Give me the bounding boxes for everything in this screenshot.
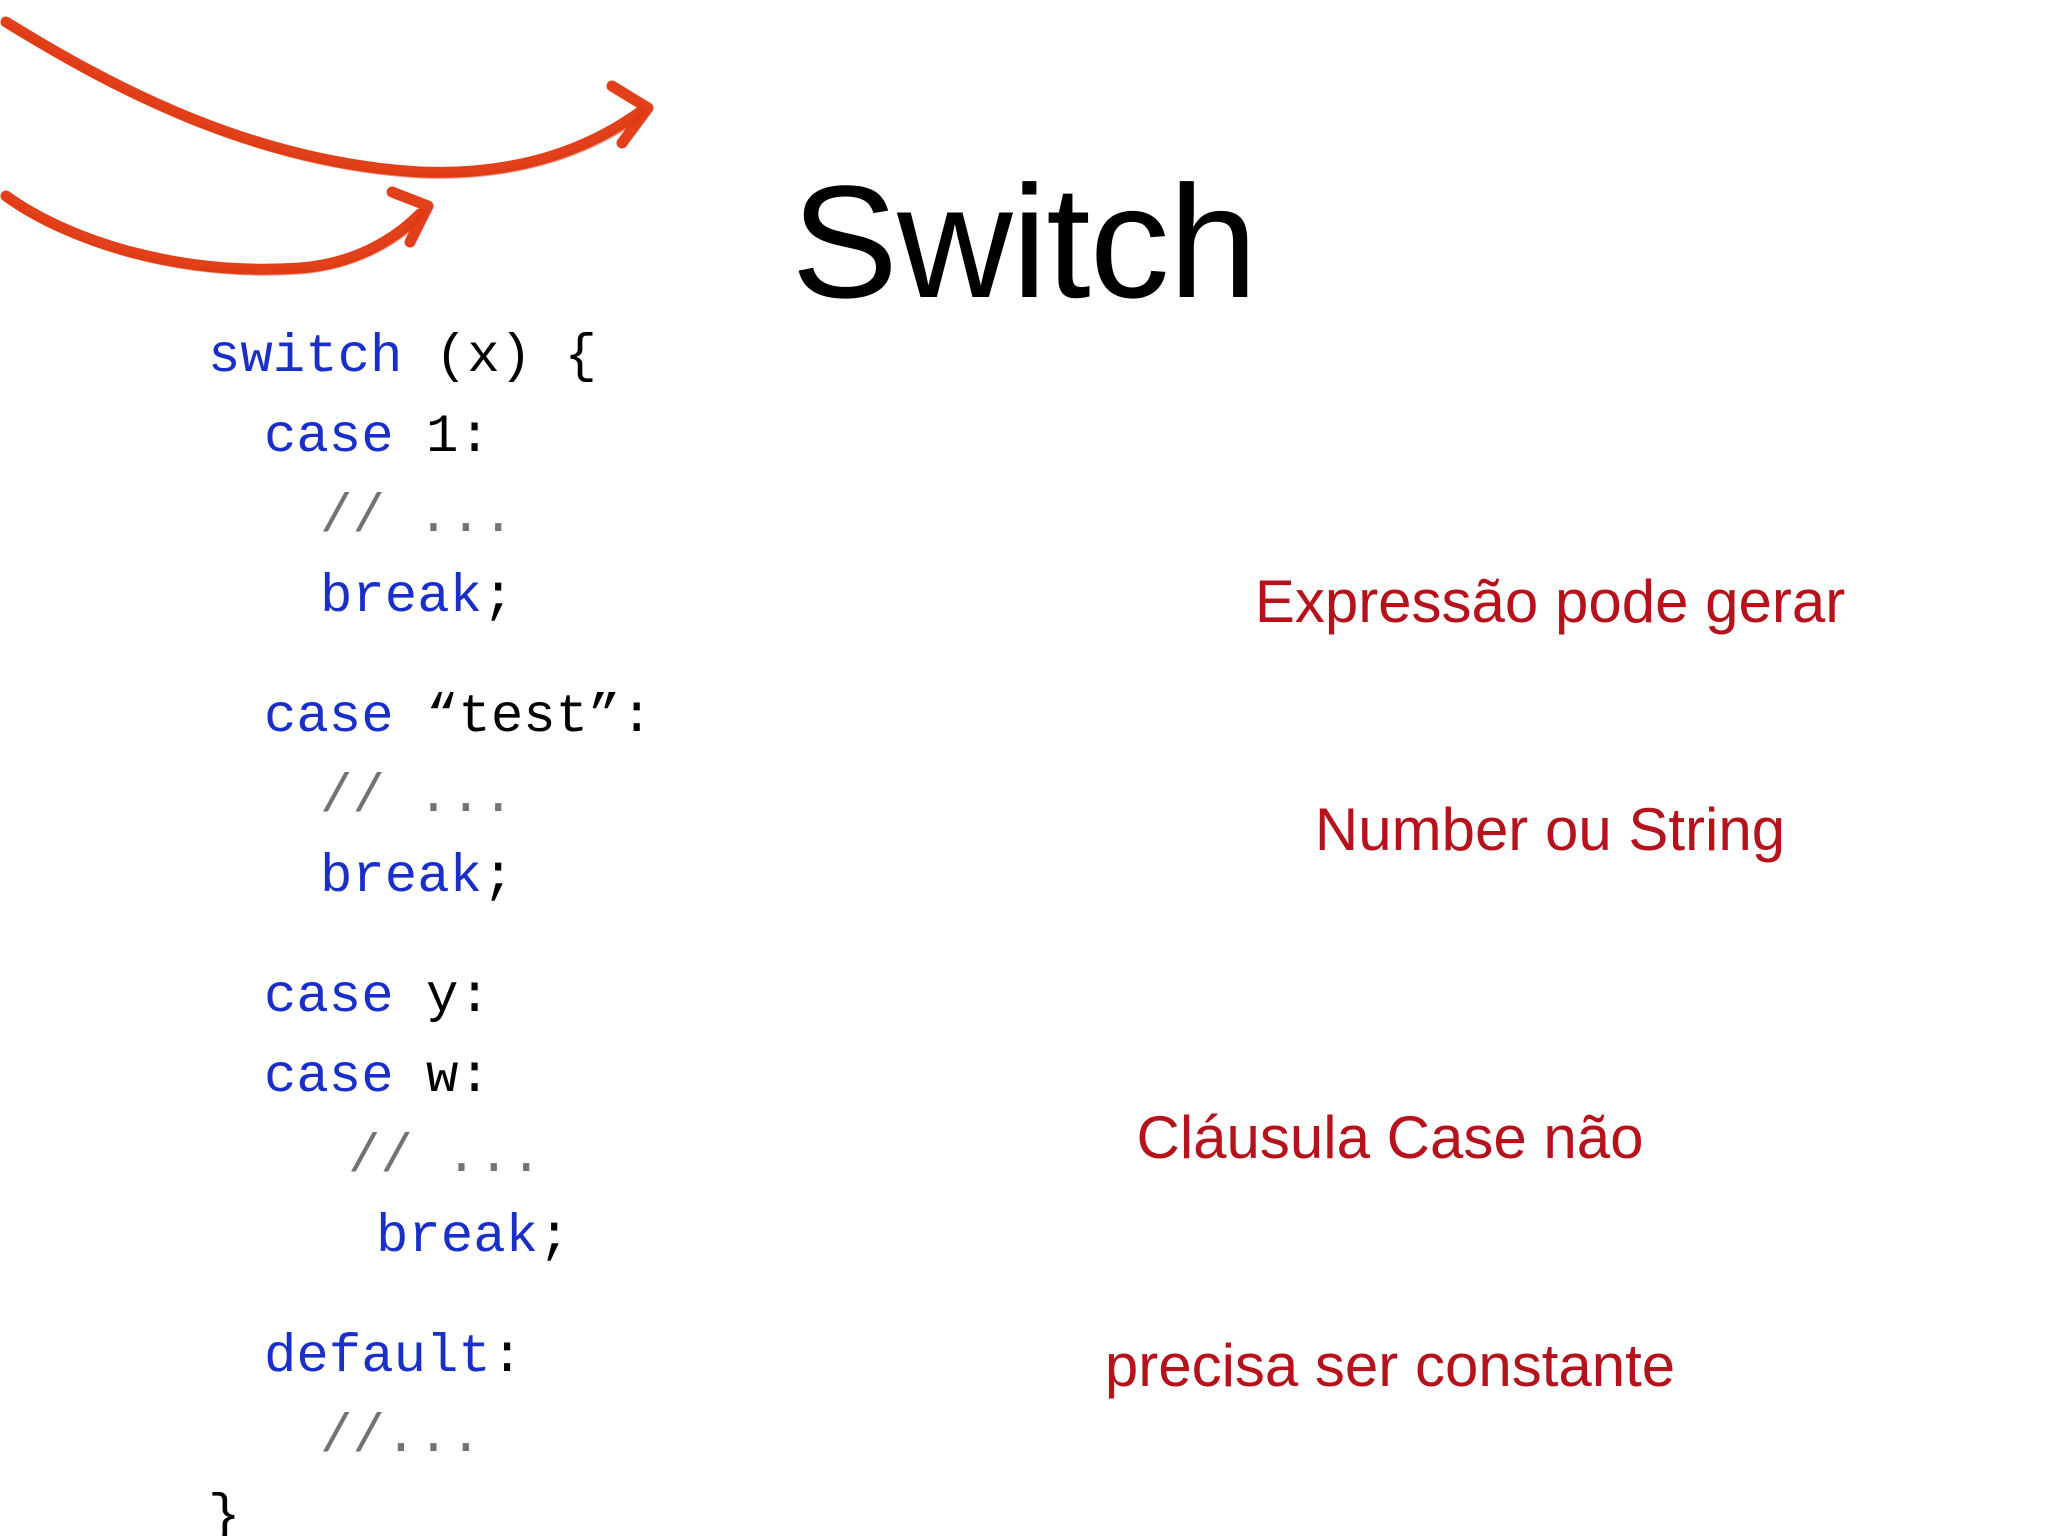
code-token-comment: // ...	[320, 487, 515, 548]
annotation-case: Cláusula Case não precisa ser constante	[1100, 948, 1680, 1536]
annotation-case-line1: Cláusula Case não	[1136, 1104, 1644, 1171]
code-line: //...	[208, 1398, 653, 1478]
code-token-punctuation: “test”:	[393, 687, 653, 748]
code-line: case 1:	[208, 398, 653, 478]
code-token-comment: // ...	[320, 767, 515, 828]
code-token-punctuation: ;	[482, 847, 515, 908]
code-token-punctuation: y:	[393, 967, 491, 1028]
annotation-expression-line2: Number ou String	[1314, 796, 1786, 863]
code-token-punctuation: w:	[393, 1047, 491, 1108]
code-token-punctuation: (x) {	[402, 327, 597, 388]
code-line: case w:	[208, 1038, 653, 1118]
code-line-blank	[208, 918, 653, 958]
code-line: case “test”:	[208, 678, 653, 758]
arrow-icon	[0, 16, 654, 179]
code-line: // ...	[208, 478, 653, 558]
code-line: // ...	[208, 758, 653, 838]
code-token-keyword: default	[264, 1327, 491, 1388]
code-token-keyword: case	[264, 1047, 394, 1108]
code-token-keyword: switch	[208, 327, 403, 388]
page-title: Switch	[791, 152, 1257, 331]
code-line-blank	[208, 1278, 653, 1318]
code-token-comment: // ...	[348, 1127, 543, 1188]
code-token-keyword: break	[320, 847, 483, 908]
code-line: break;	[208, 558, 653, 638]
code-line: }	[208, 1478, 653, 1536]
arrow-icon	[0, 186, 434, 276]
code-line: break;	[208, 838, 653, 918]
expression-arrow	[0, 0, 700, 180]
code-token-punctuation: ;	[538, 1207, 571, 1268]
code-line-blank	[208, 638, 653, 678]
code-block: switch (x) {case 1:// ...break;case “tes…	[208, 318, 653, 1536]
code-token-keyword: case	[264, 687, 394, 748]
code-token-punctuation: 1:	[393, 407, 491, 468]
annotation-expression: Expressão pode gerar Number ou String	[1240, 412, 1860, 1020]
code-line: case y:	[208, 958, 653, 1038]
code-line: break;	[208, 1198, 653, 1278]
code-line: default:	[208, 1318, 653, 1398]
code-token-keyword: break	[320, 567, 483, 628]
code-token-punctuation: ;	[482, 567, 515, 628]
annotation-case-line2: precisa ser constante	[1104, 1332, 1676, 1399]
code-token-comment: //...	[320, 1407, 483, 1468]
code-token-punctuation: :	[490, 1327, 524, 1388]
code-token-keyword: break	[376, 1207, 539, 1268]
code-line: switch (x) {	[208, 318, 653, 398]
case-arrow	[0, 180, 500, 320]
code-token-keyword: case	[264, 407, 394, 468]
code-line: // ...	[208, 1118, 653, 1198]
code-token-punctuation: }	[208, 1487, 241, 1536]
annotation-expression-line1: Expressão pode gerar	[1254, 568, 1846, 635]
code-token-keyword: case	[264, 967, 394, 1028]
